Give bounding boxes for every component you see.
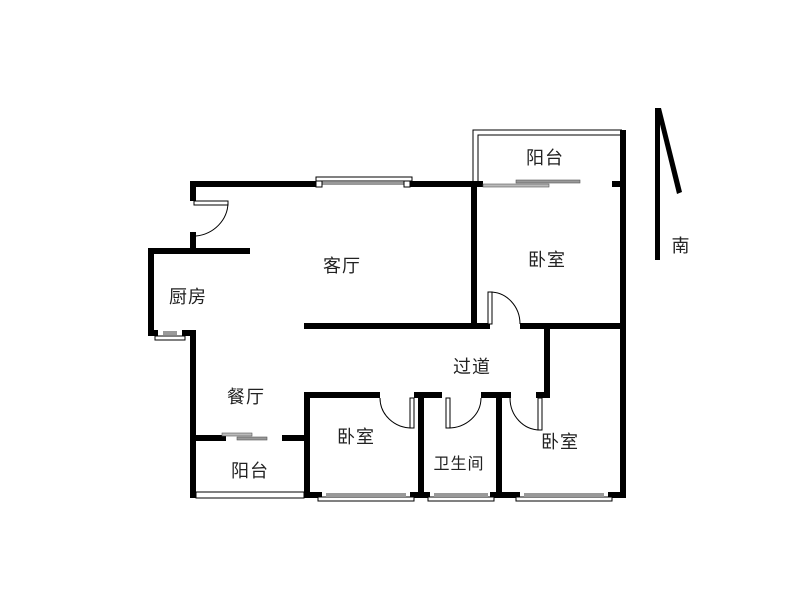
walls xyxy=(148,130,626,498)
compass-label: 南 xyxy=(671,236,691,257)
room-label-bathroom: 卫生间 xyxy=(433,454,485,473)
windows xyxy=(154,129,622,502)
room-label-living-room: 客厅 xyxy=(323,256,361,277)
doors xyxy=(193,200,543,431)
room-label-right-bedroom: 卧室 xyxy=(541,432,579,453)
room-label-balcony-north: 阳台 xyxy=(526,148,564,169)
room-label-dining-room: 餐厅 xyxy=(227,387,265,408)
room-label-balcony-south: 阳台 xyxy=(231,461,269,482)
room-label-kitchen: 厨房 xyxy=(169,287,207,308)
room-label-hallway: 过道 xyxy=(453,357,491,378)
compass-icon xyxy=(655,108,682,260)
room-label-master-bedroom: 卧室 xyxy=(528,250,566,271)
room-label-small-bedroom: 卧室 xyxy=(337,427,375,448)
